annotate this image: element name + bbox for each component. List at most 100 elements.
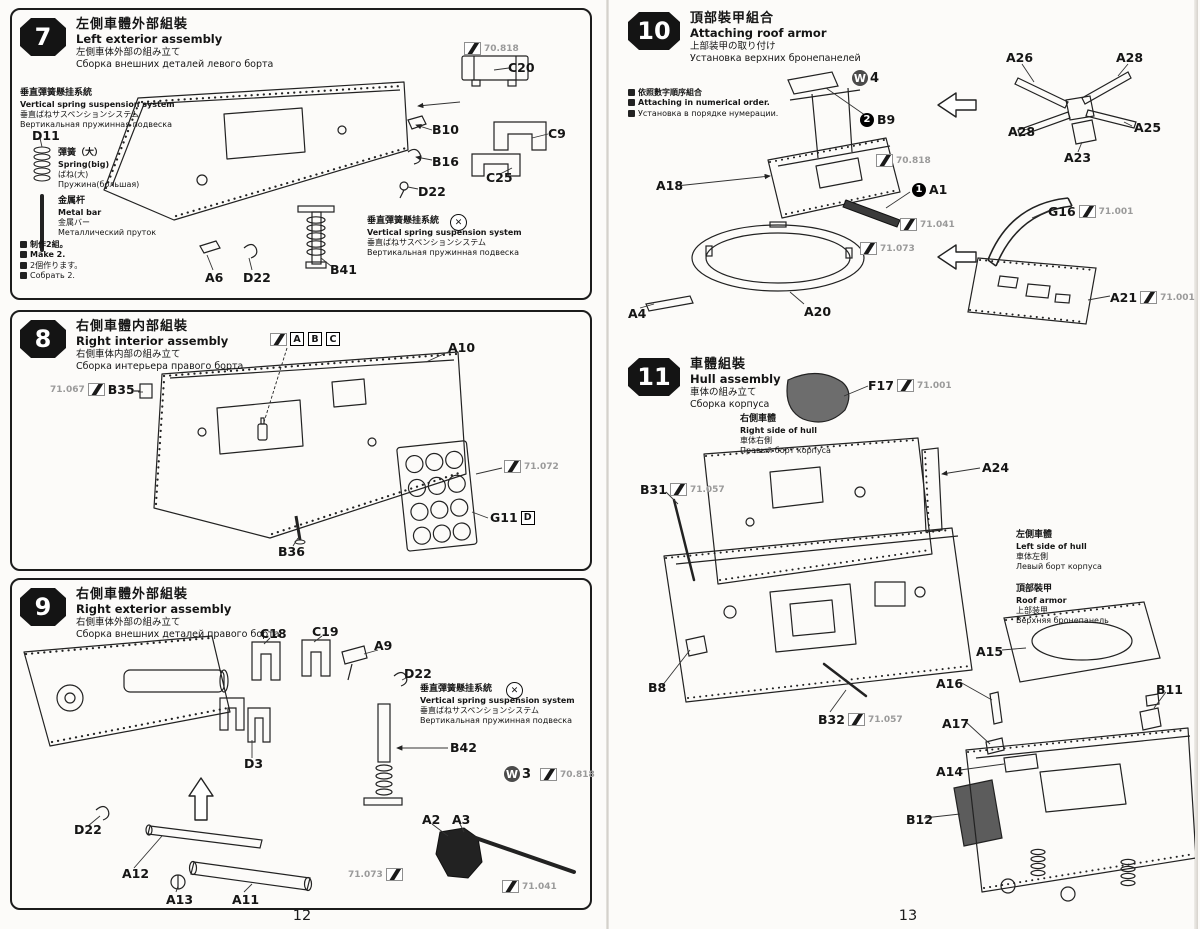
hull-tub-drawing — [663, 527, 973, 703]
paint-brush-icon — [540, 768, 557, 781]
language-icon — [20, 241, 27, 248]
part-label-c20: C20 — [508, 60, 535, 75]
a21-panel-drawing — [967, 257, 1097, 325]
step-number: 11 — [637, 363, 671, 391]
interior-panel-drawing — [153, 351, 467, 539]
part-label-d22: D22 — [243, 270, 271, 285]
part-label-a15: A15 — [976, 644, 1004, 659]
paint-number: 71.072 — [524, 461, 559, 472]
a1-rod-drawing — [842, 199, 901, 228]
leader-lines — [138, 351, 503, 547]
part-label-a2: A2 — [422, 812, 441, 827]
part-label-a21: A21 — [1110, 290, 1138, 305]
step-number-badge: 9 — [20, 588, 66, 626]
language-icon — [20, 272, 27, 280]
step-title-block: 右側車體外部組裝 Right exterior assembly 右側車体外部の… — [76, 587, 280, 640]
paint-brush-icon — [464, 42, 481, 55]
note-suspension-mid: 垂直彈簧懸挂系統 Vertical spring suspension syst… — [367, 216, 522, 258]
step-number: 9 — [34, 593, 52, 621]
step-title-ja: 車体の組み立て — [690, 386, 757, 398]
step-9-illustration — [23, 635, 576, 893]
paint-number: 71.057 — [867, 714, 903, 725]
part-label-c25: C25 — [486, 170, 513, 185]
bottle-drawing — [257, 347, 288, 441]
paint-callout-b35: 71.067 B35 — [50, 382, 135, 397]
paint-callout: 70.818 — [876, 154, 931, 167]
step-11-area: 11 車體組裝 Hull assembly 車体の組み立て Сборка кор… — [620, 352, 1195, 912]
part-label-a20: A20 — [804, 304, 832, 319]
part-label-a14: A14 — [936, 764, 964, 779]
part-label-d22: D22 — [418, 184, 446, 199]
paint-letter-a: A — [290, 332, 304, 346]
step-number: 10 — [637, 17, 671, 45]
step-8-box: 8 右側車體内部組裝 Right interior assembly 右側車体内… — [10, 310, 592, 571]
paint-number: 71.057 — [689, 484, 725, 495]
b42-suspension-drawing — [363, 703, 403, 806]
paint-callout: 71.073 — [860, 242, 915, 255]
note-right-side-of-hull: 右側車體 Right side of hull 車体右側 Правый борт… — [740, 414, 831, 456]
part-label-d22: D22 — [404, 666, 432, 681]
paint-callout: 70.818 — [540, 768, 595, 781]
paint-letters-callout: A B C — [270, 332, 341, 346]
paint-number: 71.067 — [50, 384, 85, 395]
step-10-illustration — [639, 63, 1137, 325]
page-number-right: 13 — [898, 908, 918, 924]
step-title-ja: 上部装甲の取り付け — [690, 40, 776, 52]
part-label-a28: A28 — [1116, 50, 1144, 65]
hull-right-panel-drawing — [23, 635, 231, 747]
step-title-en: Hull assembly — [690, 371, 781, 386]
step-title-zh: 車體組裝 — [690, 357, 747, 372]
part-label-a9: A9 — [374, 638, 393, 653]
step-title-zh: 右側車體外部組裝 — [76, 587, 189, 602]
paint-brush-icon — [847, 713, 865, 726]
w-badge-icon: W — [504, 766, 520, 782]
leader-lines — [39, 67, 549, 271]
paint-number: 71.041 — [522, 881, 557, 892]
b35-part-drawing — [134, 383, 153, 399]
step-title-block: 車體組裝 Hull assembly 車体の組み立て Сборка корпус… — [690, 357, 781, 410]
part-label-b35: B35 — [107, 382, 135, 397]
a15-roof-ring-drawing — [1003, 601, 1161, 683]
spring-d11-drawing — [33, 146, 51, 182]
step-title-block: 左側車體外部組裝 Left exterior assembly 左側車体外部の組… — [76, 17, 273, 70]
language-icon — [628, 89, 635, 96]
step-number: 8 — [34, 325, 52, 353]
part-label-a24: A24 — [982, 460, 1010, 475]
step-number-badge: 10 — [628, 12, 680, 50]
step-title-en: Right exterior assembly — [76, 601, 232, 616]
part-label-g11-group: G11 D — [490, 510, 536, 525]
part-label-a23: A23 — [1064, 150, 1092, 165]
paint-callout: 71.041 — [502, 880, 557, 893]
language-icon — [20, 251, 27, 259]
sequence-1-badge: 1 — [912, 182, 926, 197]
step-title-block: 右側車體内部組裝 Right interior assembly 右側車体内部の… — [76, 319, 243, 372]
part-label-b8: B8 — [648, 680, 667, 695]
paint-number: 70.818 — [896, 155, 931, 166]
step-title-ru: Установка верхних бронепанелей — [690, 52, 861, 64]
step-number-badge: 7 — [20, 18, 66, 56]
w-count: 3 — [522, 766, 532, 782]
paint-brush-icon — [1140, 291, 1158, 304]
note-numerical-order: 依照數字順序組合 Attaching in numerical order. У… — [628, 88, 778, 119]
part-label-g11: G11 — [490, 510, 518, 525]
page-edge — [1194, 0, 1198, 929]
part-label-f17: F17 — [868, 378, 894, 393]
note-suspension-left: 垂直彈簧懸挂系統 Vertical spring suspension syst… — [20, 88, 175, 130]
paint-number: 71.001 — [1160, 292, 1195, 303]
part-label-a21-group: A21 71.001 — [1110, 290, 1195, 305]
step-11-illustration — [661, 372, 1195, 902]
part-label-a26: A26 — [1006, 50, 1034, 65]
sequence-2-label: 2 B9 — [860, 112, 895, 127]
paint-number: 71.001 — [916, 380, 952, 391]
part-label-a6: A6 — [205, 270, 224, 285]
step-8-illustration — [134, 347, 503, 552]
note-metal-bar: 金属杆 Metal bar 金属バー Металлический пруток — [58, 196, 157, 238]
part-label-b31: B31 — [640, 482, 667, 497]
roof-frame-drawing — [767, 87, 901, 219]
part-label-a13: A13 — [166, 892, 194, 907]
part-label-b9: B9 — [877, 112, 896, 127]
paint-brush-icon — [896, 379, 914, 392]
paint-number: 70.818 — [484, 43, 519, 54]
part-label-b32-group: B32 71.057 — [818, 712, 903, 727]
